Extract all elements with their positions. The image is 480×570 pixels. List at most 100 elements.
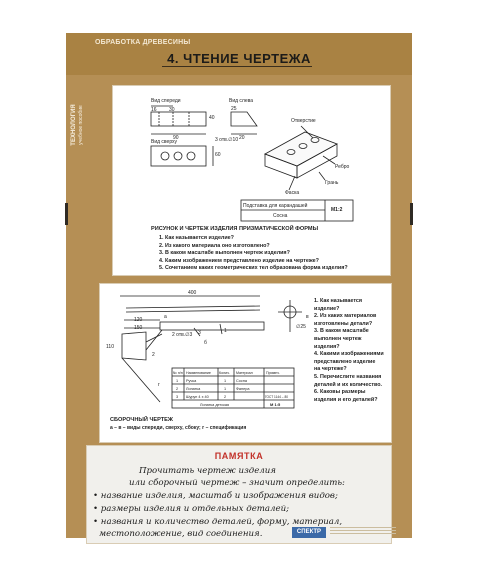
question-item: 1. Как называется изделие? xyxy=(159,235,234,241)
letter-a: а xyxy=(164,314,167,320)
question-line: на чертеже? xyxy=(314,366,347,373)
question-line: изготовлены детали? xyxy=(314,320,373,327)
memo-title: ПАМЯТКА xyxy=(214,451,264,461)
poster: ОБРАБОТКА ДРЕВЕСИНЫ 4. ЧТЕНИЕ ЧЕРТЕЖА ТЕ… xyxy=(65,33,413,544)
page-title: 4. ЧТЕНИЕ ЧЕРТЕЖА xyxy=(167,51,311,66)
memo-line: • название изделия, масштаб и изображени… xyxy=(93,491,338,501)
questions-assembly: 1. Как называется изделие? 2. Из каких м… xyxy=(314,298,384,404)
side-label-sub: учебное пособие xyxy=(78,105,84,145)
spec-header-num: № п/п xyxy=(173,371,183,375)
imprint-lines xyxy=(330,527,396,537)
spec-table xyxy=(171,367,295,409)
blade-top xyxy=(121,331,147,361)
question-item: 2. Из какого материала оно изготовлено? xyxy=(159,242,270,249)
spec-cell: Ручка xyxy=(186,379,197,383)
caption-assembly-sub: а – в – виды спереди, сверху, сбоку; г –… xyxy=(110,425,247,431)
question-line: 5. Перечислите названия xyxy=(314,373,382,380)
spec-cell: 1 xyxy=(224,379,227,383)
spec-cell: ГОСТ 1144 – 80 xyxy=(265,395,288,399)
handle-top xyxy=(159,321,265,331)
callout-3: 3 xyxy=(198,330,201,336)
memo-line: • названия и количество деталей, форму, … xyxy=(93,517,343,527)
label-facet: Фаска xyxy=(285,190,300,196)
dim-diameter-25: ∅25 xyxy=(296,324,306,330)
question-line: 3. В каком масштабе xyxy=(314,328,369,335)
spec-cell: Лопатка xyxy=(186,387,201,391)
left-view-shape xyxy=(230,111,258,127)
question-item: 3. В каком масштабе выполнен чертеж изде… xyxy=(159,250,290,257)
spec-cell: 3 xyxy=(176,395,179,399)
drawing-panel-assembly: 400 120 150 110 ∅25 2 отв.∅3 а б в г 1 2… xyxy=(99,283,392,443)
title-block-scale: М1:2 xyxy=(331,207,343,213)
letter-b: б xyxy=(204,340,207,346)
label-top-view: Вид сверху xyxy=(151,139,178,145)
top-view-shape xyxy=(150,145,207,167)
spec-cell: 1 xyxy=(224,387,227,391)
question-line: 1. Как называется xyxy=(314,298,363,304)
label-holes-note: 3 отв.∅10 xyxy=(215,137,239,143)
question-line: изделия и его деталей? xyxy=(314,396,378,403)
label-face: Грань xyxy=(325,180,339,186)
question-line: 4. Какими изображениями xyxy=(314,351,384,358)
dim-16: 16 xyxy=(151,107,157,113)
question-line: изделия? xyxy=(314,343,340,350)
spec-header-name: Наименование xyxy=(186,371,211,375)
dim-60: 60 xyxy=(215,152,221,158)
title-block xyxy=(240,199,354,222)
spec-header-note: Примеч. xyxy=(266,371,280,375)
letter-v: в xyxy=(306,314,309,320)
question-line: 6. Каковы размеры xyxy=(314,389,366,396)
edge-mark-left xyxy=(65,203,68,225)
caption-assembly: СБОРОЧНЫЙ ЧЕРТЕЖ xyxy=(110,417,173,423)
spec-cell: Шуруп 4 х 40 xyxy=(186,395,209,399)
publisher-logo: СПЕКТР xyxy=(292,527,326,538)
label-hole: Отверстие xyxy=(291,118,316,124)
spec-header-material: Материал xyxy=(236,371,253,375)
callout-1: 1 xyxy=(224,328,227,334)
handle-front xyxy=(125,305,261,309)
title-underline xyxy=(162,66,312,67)
label-front-view: Вид спереди xyxy=(151,98,181,104)
header-band: ОБРАБОТКА ДРЕВЕСИНЫ 4. ЧТЕНИЕ ЧЕРТЕЖА xyxy=(66,33,412,75)
dim-20: 20 xyxy=(239,135,245,141)
dim-25: 25 xyxy=(231,106,237,112)
spec-footer-scale: М 1:5 xyxy=(270,402,281,407)
memo-line: местоположение, вид соединения. xyxy=(99,529,263,539)
title-block-name: Подставка для карандашей xyxy=(243,203,308,209)
title-block-material: Сосна xyxy=(273,213,288,219)
question-line: деталей и их количество. xyxy=(314,381,383,388)
edge-mark-right xyxy=(410,203,413,225)
memo-line: • размеры изделия и отдельных деталей; xyxy=(93,504,290,514)
prismatic-drawing xyxy=(150,105,354,222)
spec-footer-name: Лопатка детская xyxy=(200,403,230,407)
label-edge: Ребро xyxy=(335,164,350,170)
holes-note: 2 отв.∅3 xyxy=(172,332,193,338)
spec-cell: Фанера xyxy=(236,387,250,391)
side-label-title: ТЕХНОЛОГИЯ xyxy=(71,104,77,146)
letter-g: г xyxy=(158,382,160,388)
spec-cell: 2 xyxy=(176,387,179,391)
dim-400: 400 xyxy=(188,290,197,296)
label-left-view: Вид слева xyxy=(229,98,254,104)
question-item: 5. Сочетанием каких геометрических тел о… xyxy=(159,265,348,272)
memo-line: или сборочный чертеж – значит определить… xyxy=(129,478,345,488)
question-line: изделие? xyxy=(314,305,340,312)
dim-150: 150 xyxy=(134,325,143,331)
questions-prismatic: 1. Как называется изделие? 2. Из какого … xyxy=(159,235,348,273)
dim-40: 40 xyxy=(209,115,215,121)
question-item: 4. Каким изображением представлено издел… xyxy=(159,257,319,264)
memo-line: Прочитать чертеж изделия xyxy=(139,466,277,476)
spec-header-qty: Колич. xyxy=(219,371,230,375)
dim-110: 110 xyxy=(106,344,114,350)
question-line: выполнен чертеж xyxy=(314,335,362,342)
spec-cell: 1 xyxy=(176,379,179,383)
front-view-shape xyxy=(150,111,207,127)
isometric-shape xyxy=(264,131,338,167)
spec-cell: Сосна xyxy=(236,379,247,383)
question-line: 2. Из каких материалов xyxy=(314,313,377,320)
subject-label: ОБРАБОТКА ДРЕВЕСИНЫ xyxy=(95,39,191,46)
callout-2: 2 xyxy=(152,352,155,358)
dim-120: 120 xyxy=(134,317,143,323)
question-line: представлено изделие xyxy=(314,358,376,365)
